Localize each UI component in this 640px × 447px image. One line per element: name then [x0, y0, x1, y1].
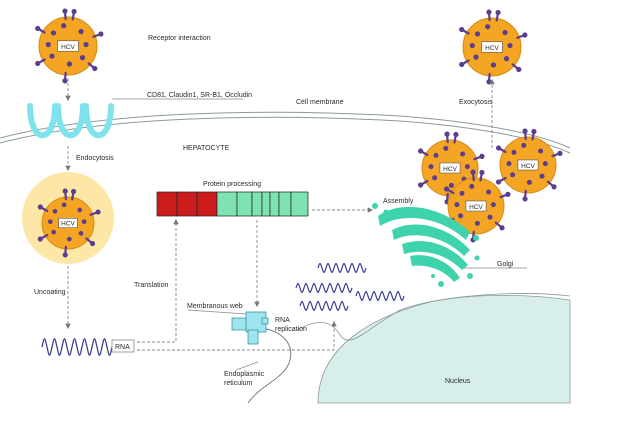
rna-strand-3	[299, 300, 349, 312]
hcv-virion-assembly-2: HCV	[493, 127, 565, 203]
receptor-proteins	[27, 103, 114, 139]
label-rna-replication-line2: replication	[275, 326, 307, 333]
rna-label-box	[111, 339, 135, 353]
label-rna-replication-line1: RNA	[275, 317, 290, 324]
label-receptors: CD81, Claudin1, SR-B1, Occludin	[147, 92, 252, 99]
hcv-label-box	[465, 200, 487, 212]
label-hepatocyte: HEPATOCYTE	[183, 145, 230, 152]
hcv-label-box	[517, 159, 539, 171]
hcv-virion-exocytosis: HCV	[457, 8, 530, 86]
hcv-label: HCV	[61, 44, 75, 51]
label-rna: RNA	[115, 344, 130, 351]
hcv-virion-top-left: HCV	[33, 7, 106, 85]
label-golgi: Golgi	[497, 261, 514, 268]
label-receptor-interaction: Receptor interaction	[148, 35, 211, 42]
endoplasmic-reticulum	[247, 327, 292, 404]
label-nucleus: Nucleus	[445, 378, 471, 385]
hcv-label: HCV	[61, 221, 75, 228]
er-leader	[235, 361, 259, 371]
hcv-label-box	[439, 162, 461, 174]
label-assembly: Assembly	[383, 198, 414, 205]
membranous-web-leader	[187, 309, 247, 315]
hcv-label: HCV	[521, 163, 535, 170]
hcv-virion-assembly-3: HCV	[441, 168, 513, 244]
rna-strand-main	[41, 338, 113, 356]
hcv-label: HCV	[485, 45, 499, 52]
label-protein-processing: Protein processing	[203, 181, 261, 188]
rna-strand-2	[295, 282, 353, 294]
hcv-label: HCV	[469, 204, 483, 211]
hcv-label: HCV	[443, 166, 457, 173]
hcv-virion-endosome: HCV	[35, 187, 103, 259]
label-endocytosis: Endocytosis	[76, 155, 114, 162]
label-membranous-web: Membranous web	[187, 303, 243, 310]
polyprotein	[156, 191, 309, 217]
rna-strand-1	[317, 262, 367, 274]
membranous-web	[231, 311, 269, 345]
hcv-label-box	[57, 40, 79, 52]
label-er-line1: Endoplasmic	[224, 371, 265, 378]
arrow-translation	[137, 218, 179, 343]
hcv-label-box	[58, 218, 78, 228]
nuclear-envelope	[296, 293, 571, 341]
nucleus	[317, 294, 571, 404]
label-exocytosis: Exocytosis	[459, 99, 493, 106]
label-er-line2: reticulum	[224, 380, 253, 387]
hcv-label-box	[481, 41, 503, 53]
label-uncoating: Uncoating	[34, 289, 66, 296]
label-cell-membrane: Cell membrane	[296, 99, 344, 106]
golgi	[372, 203, 480, 287]
rna-strand-4	[355, 290, 405, 302]
pathway-arrows	[65, 78, 495, 351]
arrow-replication	[137, 320, 337, 351]
label-translation: Translation	[134, 282, 168, 289]
